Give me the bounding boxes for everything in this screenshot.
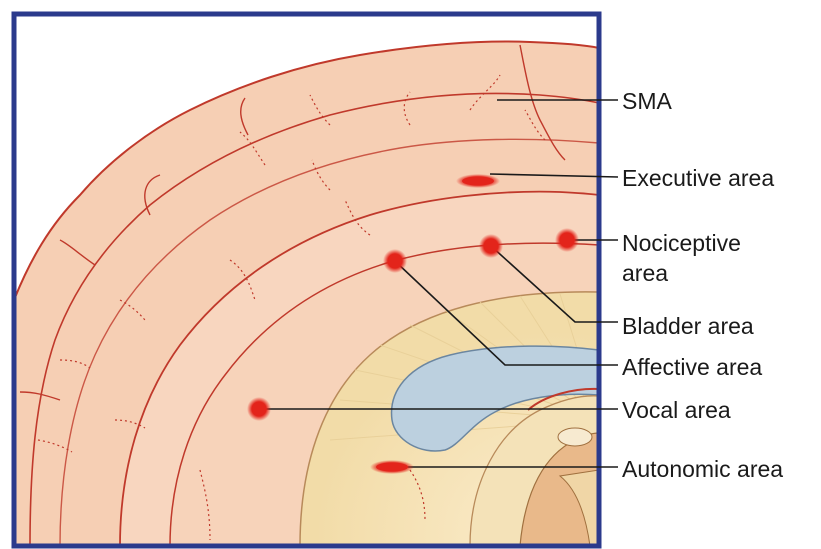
autonomic-area-label: Autonomic area: [622, 454, 783, 484]
nociceptive-label-line2: area: [622, 258, 741, 288]
sma-label: SMA: [622, 86, 672, 116]
executive-area-label: Executive area: [622, 163, 774, 193]
bladder-area-label: Bladder area: [622, 311, 754, 341]
nociceptive-label-line1: Nociceptive: [622, 228, 741, 258]
affective-area-label: Affective area: [622, 352, 762, 382]
nociceptive-area-label: Nociceptive area: [622, 228, 741, 288]
vocal-area-label: Vocal area: [622, 395, 731, 425]
